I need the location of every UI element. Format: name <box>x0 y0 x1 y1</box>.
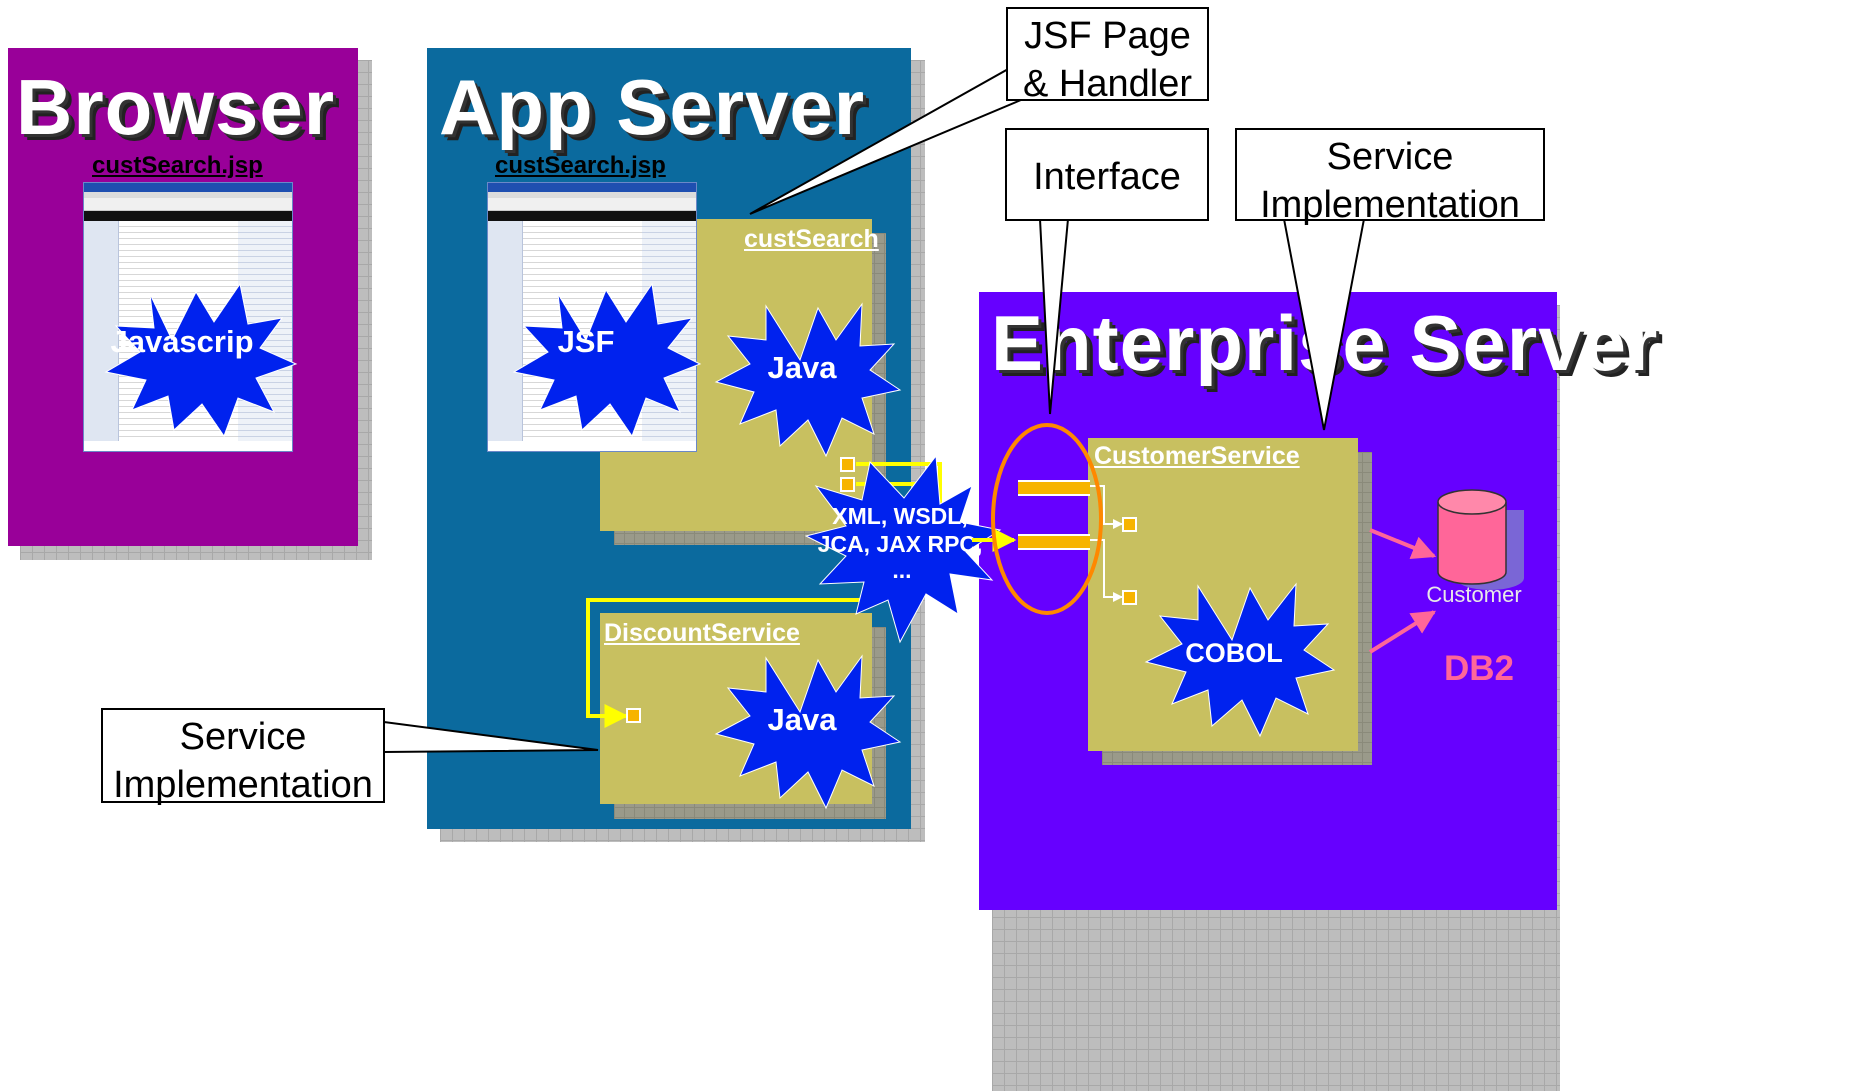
service-impl-top-pointer <box>1282 218 1366 431</box>
db-arrow-2 <box>1368 610 1437 654</box>
cobol-burst <box>1144 582 1336 738</box>
cust-search-label: custSearch <box>744 225 879 253</box>
database-cylinder <box>1437 502 1507 585</box>
jsf-page-callout: JSF Page & Handler <box>1006 7 1209 105</box>
database-top <box>1437 489 1507 515</box>
service-impl-bottom-callout: Service Implementation <box>101 708 385 806</box>
app-server-title: App Server <box>439 63 866 151</box>
db-arrow-1 <box>1369 528 1437 559</box>
cust-search-port-1[interactable] <box>840 457 855 472</box>
jsf-burst-label: JSF <box>558 324 615 359</box>
jsf-page-callout-line2: & Handler <box>1023 62 1192 105</box>
javascript-burst-label: Javascrip <box>110 324 253 359</box>
discount-service-java-label: Java <box>768 702 838 737</box>
service-impl-top-line1: Service <box>1326 136 1454 178</box>
jsf-callout-pointer <box>749 66 1042 215</box>
jsf-burst <box>512 282 702 438</box>
service-impl-bottom-line2: Implementation <box>113 763 373 806</box>
protocol-burst <box>804 454 1002 644</box>
interface-callout: Interface <box>1005 128 1209 221</box>
app-server-jsp-label[interactable]: custSearch.jsp <box>495 152 666 179</box>
cust-search-port-2[interactable] <box>840 477 855 492</box>
browser-title: Browser <box>16 63 336 151</box>
cust-search-java-label: Java <box>768 350 838 385</box>
customer-service-label: CustomerService <box>1094 442 1300 470</box>
service-impl-bottom-pointer <box>383 720 599 754</box>
service-impl-top-line2: Implementation <box>1260 183 1520 226</box>
browser-jsp-label[interactable]: custSearch.jsp <box>92 152 263 179</box>
database-name: DB2 <box>1444 649 1514 688</box>
database-label: Customer <box>1426 582 1521 607</box>
protocol-burst-line2: JCA, JAX RPC, <box>818 531 983 557</box>
interface-route-1 <box>1090 485 1123 529</box>
interface-bar-1[interactable] <box>1018 480 1090 496</box>
customer-service-port-1[interactable] <box>1122 517 1137 532</box>
service-impl-top-callout: Service Implementation <box>1235 128 1545 226</box>
interface-bar-2[interactable] <box>1018 534 1090 550</box>
discount-service-port[interactable] <box>626 708 641 723</box>
javascript-burst <box>104 282 298 438</box>
interface-callout-text: Interface <box>1033 156 1181 198</box>
protocol-burst-line1: XML, WSDL, <box>832 503 967 529</box>
discount-service-label: DiscountService <box>604 619 800 647</box>
cobol-burst-label: COBOL <box>1185 638 1283 668</box>
connector-discount <box>586 598 878 728</box>
customer-service-port-2[interactable] <box>1122 590 1137 605</box>
interface-callout-pointer <box>1038 218 1070 415</box>
service-impl-bottom-line1: Service <box>179 716 307 758</box>
interface-ring <box>991 423 1103 615</box>
interface-route-2 <box>1090 539 1123 602</box>
jsf-page-callout-line1: JSF Page <box>1024 15 1191 57</box>
cust-search-java-burst <box>714 302 902 458</box>
protocol-burst-line3: ... <box>892 557 911 583</box>
discount-service-java-burst <box>714 654 902 810</box>
